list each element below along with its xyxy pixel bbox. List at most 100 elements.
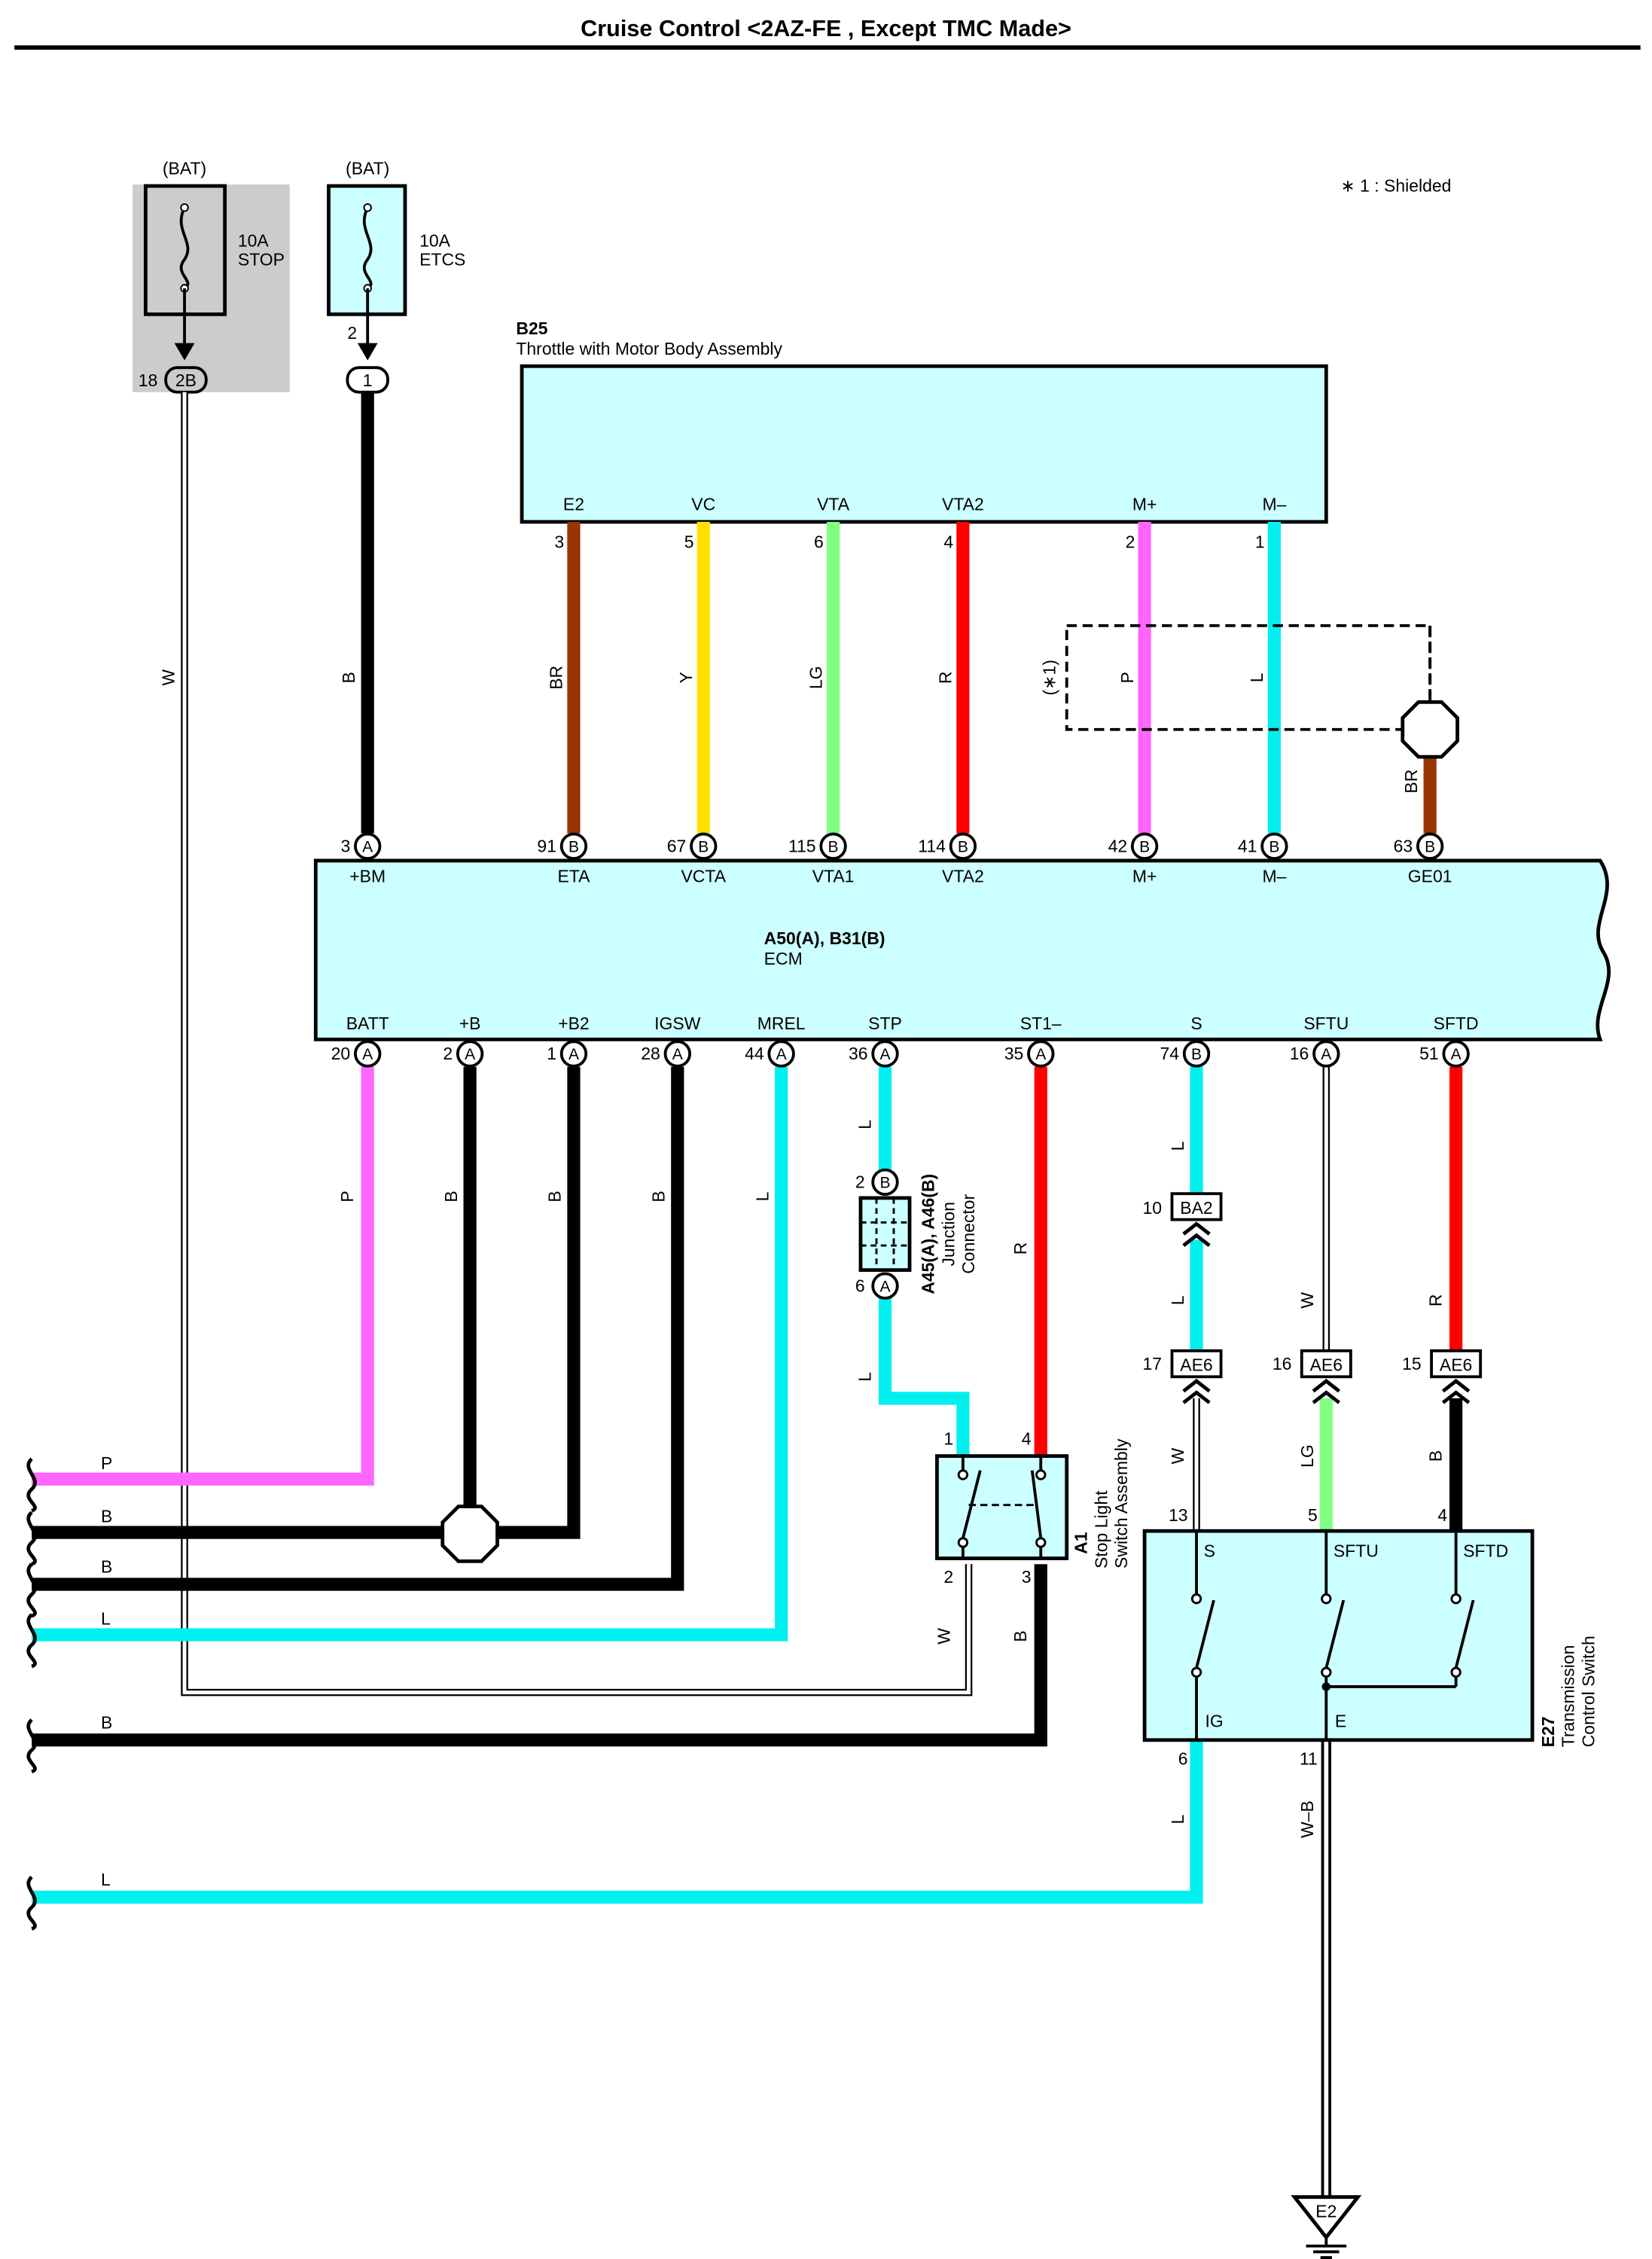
svg-text:AE6: AE6 (1310, 1355, 1343, 1375)
wire-label: L (1168, 1141, 1187, 1151)
svg-text:BA2: BA2 (1180, 1198, 1212, 1218)
svg-text:B: B (1191, 1046, 1202, 1063)
ecm-body (313, 858, 1611, 1041)
svg-text:VCTA: VCTA (681, 867, 726, 886)
ground-triangle (1291, 2195, 1362, 2241)
tcs-terminal: S (1204, 1541, 1215, 1561)
svg-text:16: 16 (1273, 1354, 1292, 1373)
throttle-pin: 2 (1126, 532, 1135, 552)
svg-text:MREL: MREL (757, 1014, 806, 1033)
svg-text:SFTU: SFTU (1303, 1014, 1349, 1033)
junction-conn-top: B (879, 1175, 890, 1192)
svg-text:A: A (1035, 1046, 1046, 1063)
wire-label: R (1425, 1294, 1445, 1307)
svg-text:ETA: ETA (557, 867, 590, 886)
junction-connector: B 2 A 6 A45(A), A46(B) Junction Connecto… (855, 1168, 978, 1300)
fuse-stop-amp: 10A (238, 230, 270, 250)
stop-light-name2: Switch Assembly (1111, 1438, 1131, 1568)
wire-label: B (649, 1190, 669, 1202)
throttle-terminal: VC (691, 495, 715, 514)
wire-b-stop-out (32, 1564, 1047, 1747)
svg-text:AE6: AE6 (1180, 1355, 1212, 1375)
wire-label: Y (676, 672, 696, 683)
shield-ground-octagon (1401, 700, 1459, 759)
ground-label: E2 (1315, 2201, 1337, 2221)
throttle-pin: 1 (1255, 532, 1265, 552)
stop-light-pin: 2 (943, 1567, 953, 1587)
svg-text:B: B (1269, 838, 1279, 855)
svg-text:114: 114 (918, 836, 946, 855)
wire-label: L (855, 1120, 874, 1130)
tcs-pin: 6 (1178, 1748, 1188, 1768)
wire-label: W (1297, 1292, 1317, 1309)
tcs-pin: 5 (1308, 1505, 1318, 1525)
tcs-terminal: E (1335, 1712, 1346, 1731)
svg-text:+B: +B (459, 1014, 481, 1033)
fuse-etcs-icon (362, 206, 373, 290)
svg-text:3: 3 (340, 836, 350, 855)
fuse-etcs-pin: 2 (347, 323, 357, 343)
wire-label: B (101, 1557, 112, 1577)
fuse-etcs: (BAT) 10A ETCS 2 1 (327, 159, 465, 394)
fuse-etcs-source: (BAT) (346, 159, 389, 178)
wire-label: LG (806, 666, 825, 689)
inline-connector-ae6-17: 17 AE6 (1143, 1349, 1223, 1404)
stop-light-body (935, 1454, 1069, 1560)
wire-label: B (1425, 1450, 1445, 1462)
svg-text:A: A (465, 1046, 475, 1063)
svg-text:STP: STP (868, 1014, 902, 1033)
wire-label: P (337, 1190, 357, 1202)
svg-text:VTA2: VTA2 (942, 867, 984, 886)
throttle-pin: 6 (814, 532, 824, 552)
inline-connector-ae6-16: 16 AE6 (1273, 1349, 1352, 1404)
svg-text:67: 67 (667, 836, 687, 855)
svg-text:2: 2 (443, 1044, 453, 1063)
svg-text:B: B (1139, 838, 1150, 855)
transmission-control-switch: 13 5 4 6 11 S SFTU SFTD IG E E27 Transmi… (1142, 1505, 1598, 1768)
stop-light-pin: 1 (943, 1428, 953, 1448)
svg-text:A: A (672, 1046, 683, 1063)
fuse-etcs-name: ETCS (419, 249, 465, 269)
ecm-code: A50(A), B31(B) (764, 928, 885, 948)
fuse-stop-connector-label: 2B (175, 370, 197, 390)
junction-conn-bottom: A (879, 1278, 890, 1295)
svg-text:B: B (828, 838, 839, 855)
wire-label: B (101, 1712, 112, 1732)
wire-label: R (936, 672, 956, 684)
svg-text:A: A (362, 1046, 373, 1063)
fuse-etcs-dot-top (363, 203, 372, 212)
fuse-stop-icon (179, 206, 190, 290)
throttle-terminal: M+ (1132, 495, 1157, 514)
throttle-pins: 3 5 6 4 2 1 (554, 532, 1264, 552)
svg-text:44: 44 (745, 1044, 764, 1063)
fuse-stop-source: (BAT) (163, 159, 206, 178)
junction-code: A45(A), A46(B) (919, 1174, 938, 1294)
throttle-pin: 5 (684, 532, 694, 552)
throttle-terminal: VTA2 (942, 495, 984, 514)
wire-label: L (855, 1372, 874, 1382)
throttle-body (520, 364, 1328, 524)
tcs-pin: 13 (1169, 1505, 1188, 1525)
wire-label: B (339, 672, 358, 683)
wire-l-mrel (32, 1066, 788, 1642)
fuse-stop: (BAT) 10A STOP 18 2B (133, 159, 290, 394)
wire-label: B (545, 1190, 565, 1202)
svg-text:SFTD: SFTD (1434, 1014, 1479, 1033)
fuse-etcs-connector-label: 1 (363, 370, 373, 390)
svg-text:63: 63 (1394, 836, 1413, 855)
svg-text:42: 42 (1108, 836, 1128, 855)
wire-b-igsw (32, 1066, 684, 1591)
fuse-stop-dot-top (180, 203, 189, 212)
svg-text:A: A (1321, 1046, 1331, 1063)
tcs-name2: Control Switch (1578, 1636, 1598, 1747)
wire-label: W (934, 1628, 954, 1645)
lower-wire-labels: P B B B L L L R L L W R W LG B W B L W–B… (101, 1120, 1445, 1889)
svg-text:1: 1 (547, 1044, 556, 1063)
